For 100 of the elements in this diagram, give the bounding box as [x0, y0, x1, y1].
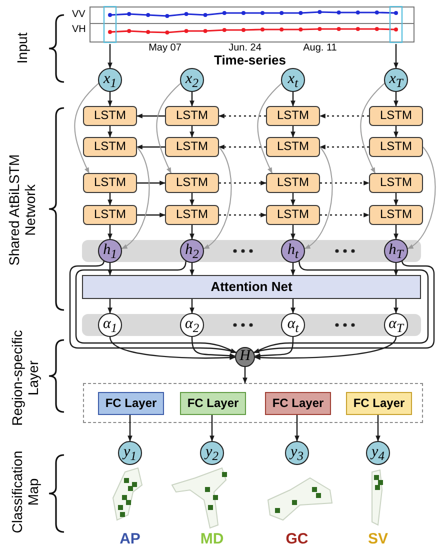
lstm-box: LSTM [369, 137, 423, 157]
dashed-group-box [83, 383, 423, 423]
attention-weight-circle: α$_{T}$ [384, 313, 408, 337]
hidden-state-circle: h$_{t}$ [281, 239, 305, 263]
lstm-box: LSTM [83, 173, 137, 193]
arrow [108, 193, 112, 206]
arrow [394, 225, 398, 240]
hidden-state-circle: h$_{1}$ [98, 239, 122, 263]
fc-layer-box: FC Layer [180, 392, 246, 415]
lstm-box: LSTM [165, 106, 219, 126]
side-label: Shared AtBiLSTM Network [6, 153, 38, 268]
axis-label: VV [72, 9, 86, 20]
arrow [290, 225, 296, 240]
arrow [109, 336, 236, 360]
arrow [394, 299, 398, 314]
arrow [304, 146, 333, 250]
lstm-box: LSTM [165, 205, 219, 225]
arrow [218, 114, 266, 118]
output-circle: y$_{2}$ [200, 441, 224, 465]
arrow [190, 126, 194, 138]
fc-layer-box: FC Layer [98, 392, 164, 415]
arrow [290, 92, 296, 107]
node-band [82, 240, 421, 262]
arrow [254, 336, 294, 358]
arrow [108, 92, 112, 107]
arrow [394, 263, 398, 276]
side-label: Region-specific Layer [8, 329, 42, 428]
arrow [190, 193, 194, 206]
arrow [108, 126, 112, 138]
lstm-box: LSTM [369, 173, 423, 193]
arrow [218, 144, 266, 150]
tick-label: May 07 [148, 42, 182, 54]
attention-weight-circle: α$_{1}$ [98, 313, 122, 337]
arrow [290, 299, 296, 314]
arrow [394, 44, 398, 69]
arrow [190, 299, 194, 314]
lstm-box: LSTM [83, 205, 137, 225]
arrow [128, 414, 132, 442]
arrow [137, 212, 166, 218]
arrow [136, 114, 165, 118]
hidden-state-circle: h$_{2}$ [180, 239, 204, 263]
side-label: Classification Map [8, 450, 42, 536]
arrow [74, 82, 99, 174]
lstm-box: LSTM [266, 106, 320, 126]
arrow [108, 44, 112, 69]
class-label: GC [286, 530, 308, 548]
arrow [190, 92, 194, 107]
arrow [210, 414, 214, 442]
context-vector-circle: H [235, 347, 255, 367]
lstm-box: LSTM [165, 137, 219, 157]
input-node-circle: x$_{t}$ [281, 68, 305, 92]
lstm-box: LSTM [266, 205, 320, 225]
attention-weight-circle: α$_{2}$ [180, 313, 204, 337]
lstm-box: LSTM [369, 106, 423, 126]
arrow [121, 146, 150, 250]
output-circle: y$_{1}$ [118, 441, 142, 465]
lstm-box: LSTM [266, 173, 320, 193]
arrow [294, 414, 300, 442]
input-node-circle: x$_{T}$ [384, 68, 408, 92]
fc-layer-box: FC Layer [265, 392, 331, 415]
arrow [360, 82, 385, 174]
arrow [136, 144, 165, 150]
arrow [108, 225, 112, 240]
arrow [394, 126, 398, 138]
arrow [242, 367, 248, 384]
output-circle: y$_{3}$ [285, 441, 309, 465]
side-label: Input [14, 31, 30, 66]
lstm-box: LSTM [266, 137, 320, 157]
lstm-box: LSTM [83, 137, 137, 157]
arrow [290, 126, 296, 138]
arrow [407, 146, 436, 250]
arrow [156, 82, 181, 174]
arrow [219, 180, 267, 186]
lstm-box: LSTM [369, 205, 423, 225]
axis-title: Time-series [214, 54, 286, 68]
arrow [108, 299, 112, 314]
arrow [191, 336, 236, 358]
arrow [319, 114, 369, 118]
arrow [190, 225, 194, 240]
class-label: MD [200, 530, 224, 548]
arrow [394, 92, 398, 107]
arrow [394, 193, 398, 206]
arrow [108, 263, 112, 276]
class-label: AP [120, 530, 140, 548]
arrow [290, 193, 296, 206]
arrow [376, 414, 380, 442]
attention-weight-circle: α$_{t}$ [281, 313, 305, 337]
arrow [219, 212, 267, 218]
output-circle: y$_{4}$ [366, 441, 390, 465]
attention-net-box: Attention Net [82, 275, 421, 299]
arrow [190, 263, 194, 276]
arrow [319, 144, 369, 150]
arrow [320, 180, 370, 186]
fc-layer-box: FC Layer [346, 392, 412, 415]
input-node-circle: x$_{2}$ [180, 68, 204, 92]
lstm-box: LSTM [165, 173, 219, 193]
arrow [137, 180, 166, 186]
hidden-state-circle: h$_{T}$ [384, 239, 408, 263]
arrow [290, 263, 296, 276]
arrow [254, 336, 397, 360]
